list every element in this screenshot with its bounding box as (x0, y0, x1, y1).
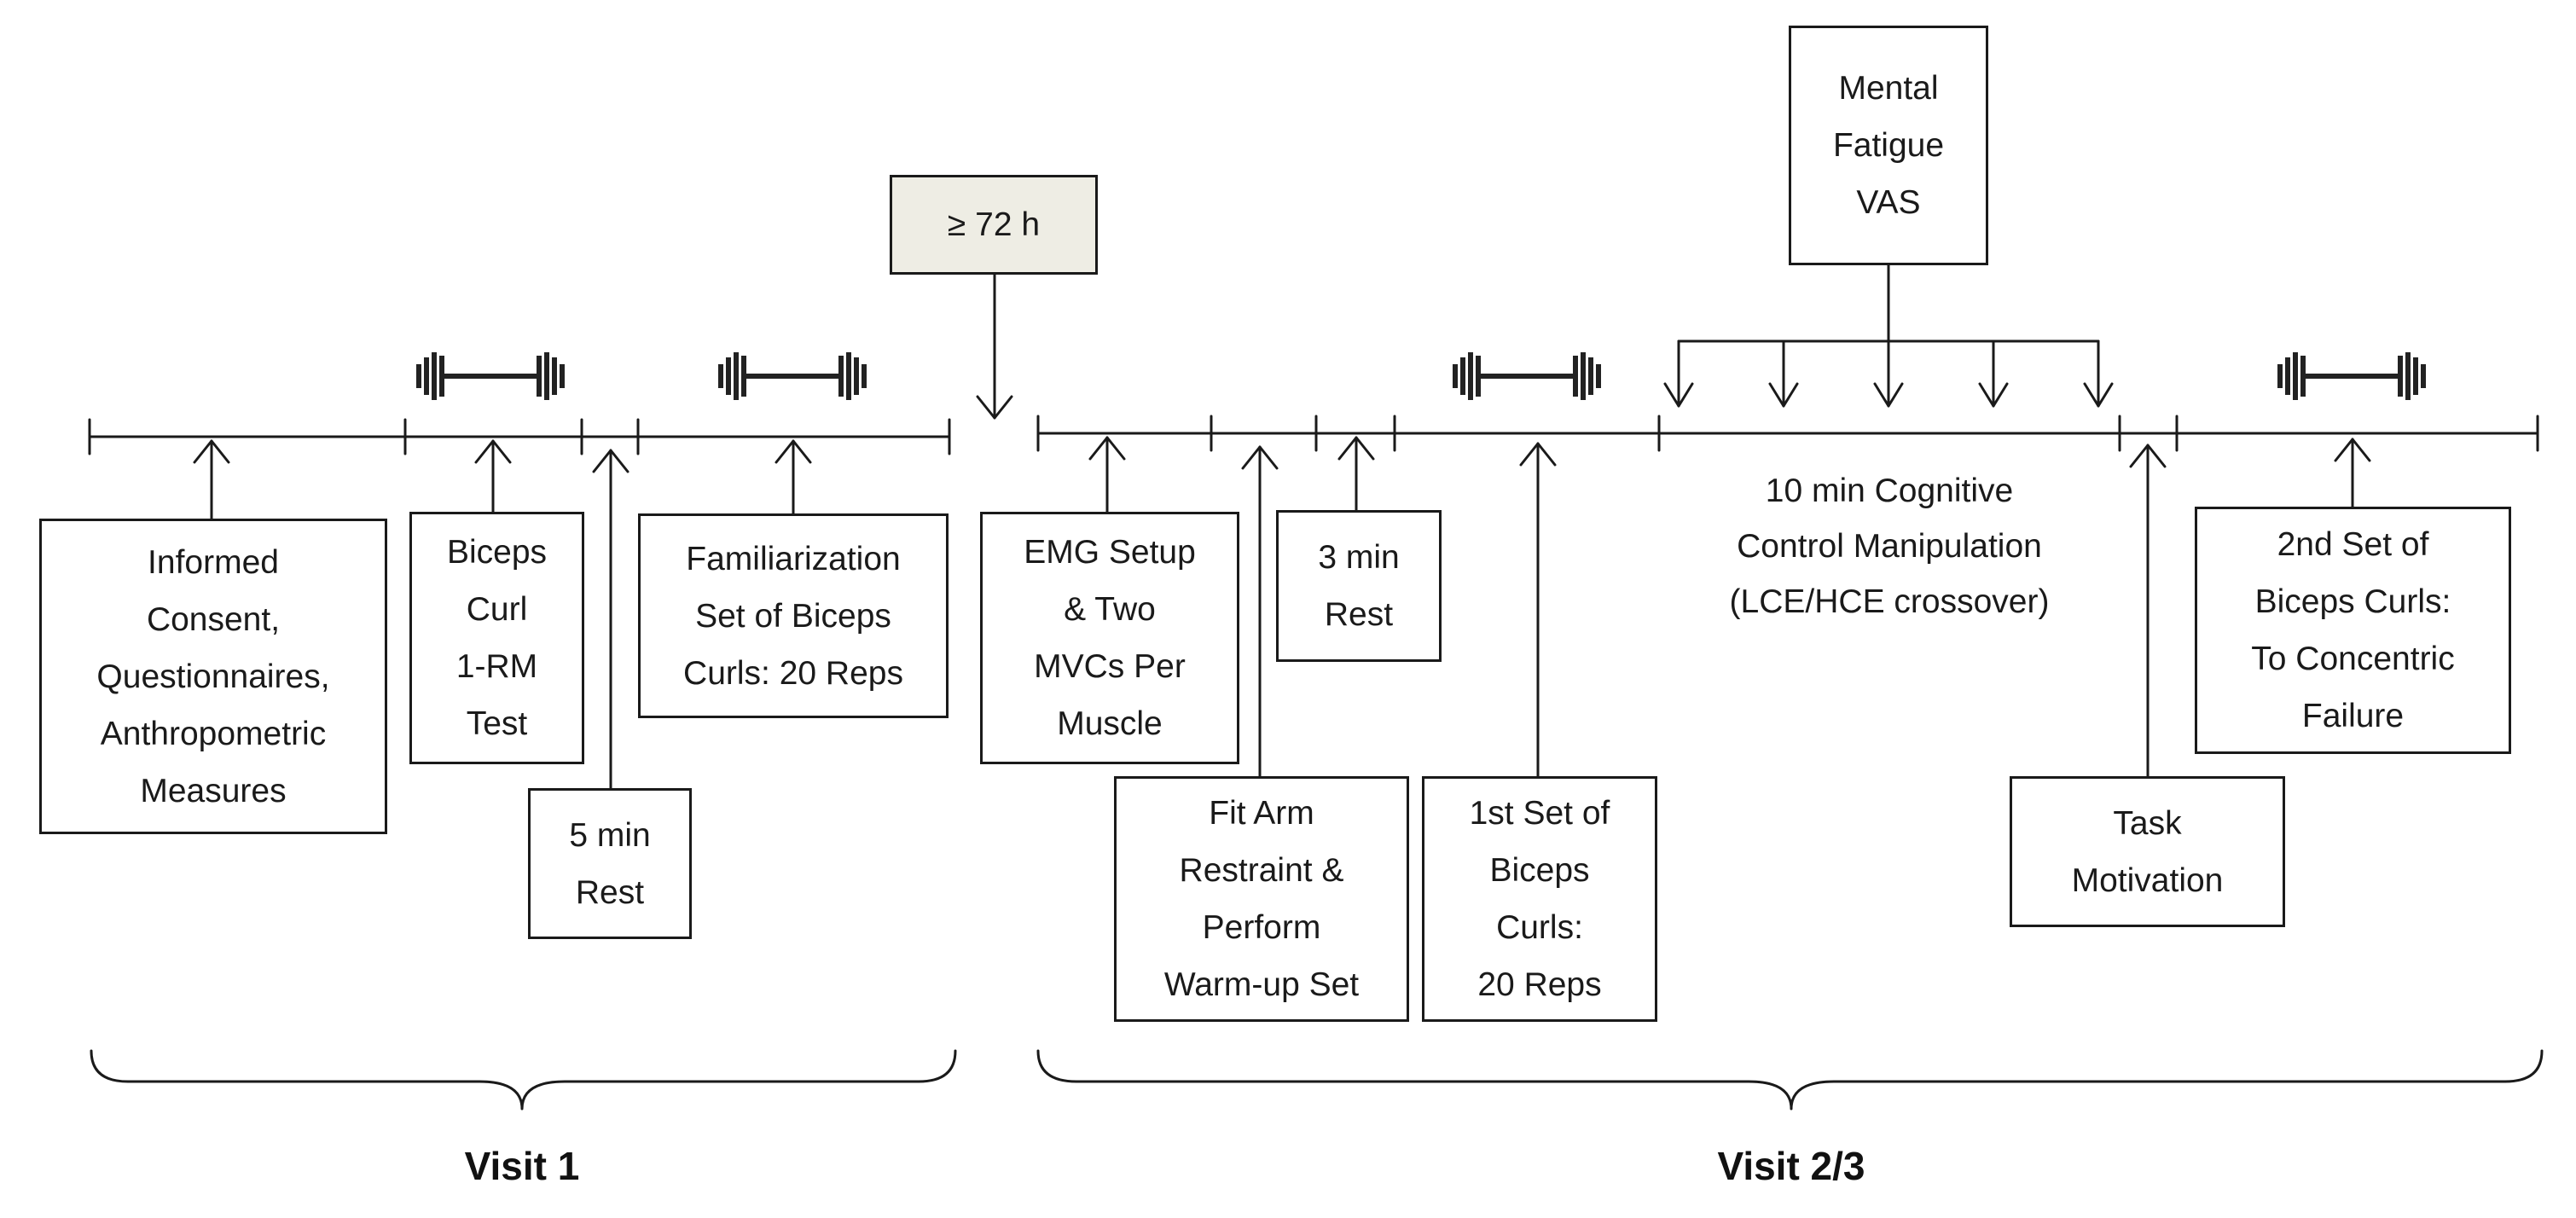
emg-setup-box: EMG Setup & Two MVCs Per Muscle (980, 512, 1239, 764)
dumbbell-icon (416, 352, 565, 400)
three-min-rest-box: 3 min Rest (1276, 510, 1442, 662)
visit1-label: Visit 1 (464, 1144, 580, 1188)
visit1-timeline (88, 418, 951, 455)
vas-distribution-arrows (1663, 264, 2114, 408)
gap-arrow (976, 273, 1013, 420)
five-min-rest-box: 5 min Rest (528, 788, 692, 939)
visit1-arrows (193, 439, 812, 790)
visit2-brace (1036, 1049, 2544, 1111)
dumbbell-icon (1453, 352, 1601, 400)
second-set-box: 2nd Set of Biceps Curls: To Concentric F… (2195, 507, 2511, 754)
visit1-brace (90, 1049, 957, 1111)
warmup-box: Fit Arm Restraint & Perform Warm-up Set (1114, 776, 1409, 1022)
first-set-box: 1st Set of Biceps Curls: 20 Reps (1422, 776, 1657, 1022)
gap-duration-label: ≥ 72 h (947, 206, 1041, 243)
visit2-label: Visit 2/3 (1717, 1144, 1865, 1188)
dumbbell-icon (718, 352, 867, 400)
task-motivation-box: Task Motivation (2010, 776, 2285, 927)
visit2-timeline (1036, 415, 2539, 452)
familiarization-box: Familiarization Set of Biceps Curls: 20 … (638, 513, 949, 718)
gap-duration-box: ≥ 72 h (890, 175, 1098, 275)
one-rm-test-box: Biceps Curl 1-RM Test (409, 512, 584, 764)
informed-consent-box: Informed Consent, Questionnaires, Anthro… (39, 519, 387, 834)
dumbbell-icon (2277, 352, 2426, 400)
cognitive-manipulation-label: 10 min Cognitive Control Manipulation (L… (1729, 473, 2050, 620)
mental-fatigue-vas-box: Mental Fatigue VAS (1789, 26, 1988, 265)
visit2-arrows (1088, 436, 2371, 778)
